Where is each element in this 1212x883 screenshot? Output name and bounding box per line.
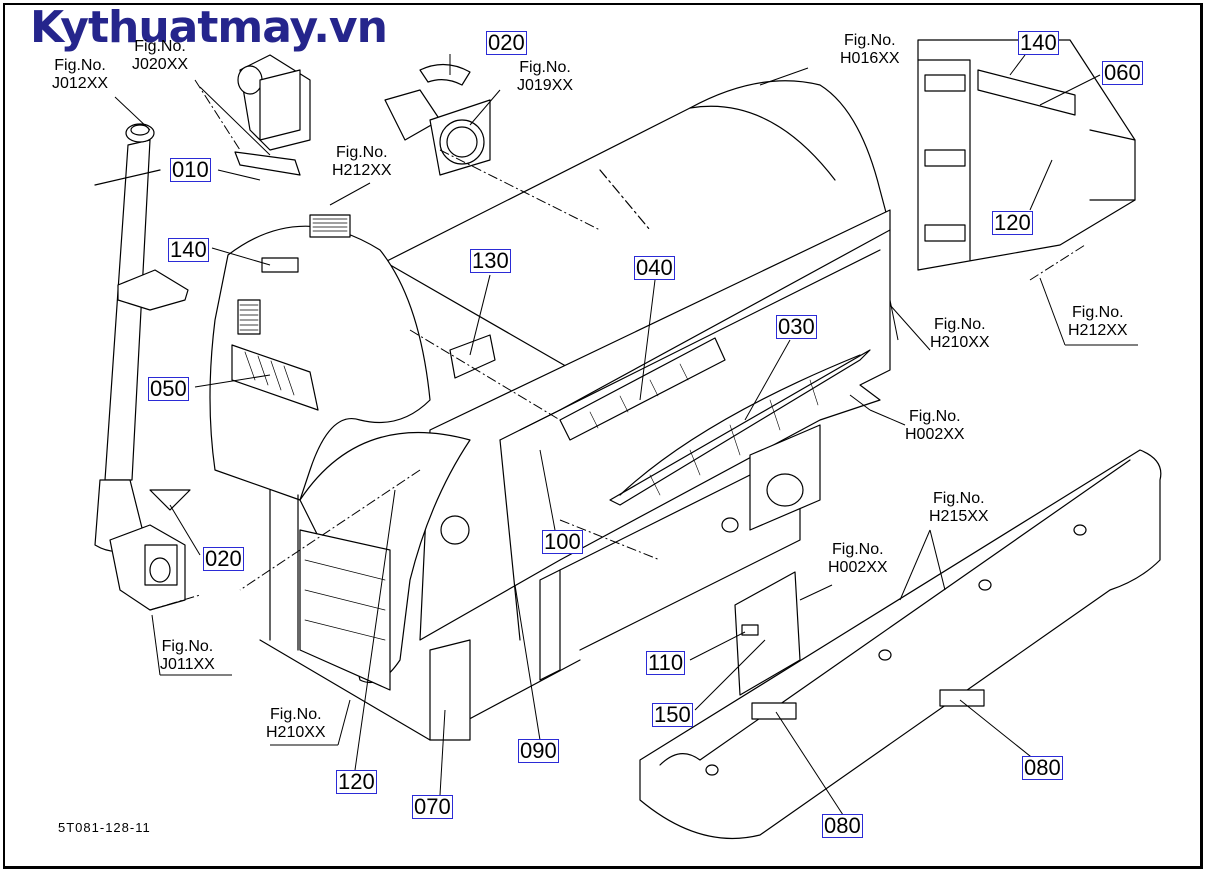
callout-020-bottom[interactable]: 020 <box>203 546 244 571</box>
fig-ref-h002-lower: Fig.No.H002XX <box>828 541 888 576</box>
callout-140-inset[interactable]: 140 <box>1018 30 1059 55</box>
exhaust-pipe <box>95 124 188 610</box>
callout-140-front[interactable]: 140 <box>168 237 209 262</box>
callout-030[interactable]: 030 <box>776 314 817 339</box>
drawing-frame <box>3 3 1203 869</box>
fig-ref-h215: Fig.No.H215XX <box>929 490 989 525</box>
top-cover <box>385 81 888 380</box>
watermark-logo: Kythuatmay.vn <box>30 2 388 53</box>
callout-080-left[interactable]: 080 <box>822 813 863 838</box>
fig-ref-h212-front: Fig.No.H212XX <box>332 144 392 179</box>
round-plate <box>750 425 820 530</box>
decal-040 <box>560 338 725 440</box>
callout-130[interactable]: 130 <box>470 248 511 273</box>
drawing-code: 5T081-128-11 <box>58 820 151 835</box>
fig-ref-j012: Fig.No.J012XX <box>52 57 109 92</box>
lower-side-cover <box>640 450 1161 838</box>
callout-110[interactable]: 110 <box>646 650 686 675</box>
fig-ref-h016: Fig.No.H016XX <box>840 32 900 67</box>
callout-060[interactable]: 060 <box>1102 60 1143 85</box>
fig-ref-h002-upper: Fig.No.H002XX <box>905 408 965 443</box>
callout-020-top[interactable]: 020 <box>486 30 527 55</box>
decal-030 <box>610 350 870 505</box>
fig-ref-j020: Fig.No.J020XX <box>132 38 189 73</box>
callout-070[interactable]: 070 <box>412 794 453 819</box>
callout-150[interactable]: 150 <box>652 702 693 727</box>
callout-120-bottom[interactable]: 120 <box>336 769 377 794</box>
callout-080-right[interactable]: 080 <box>1022 755 1063 780</box>
leader-lines <box>150 80 1085 610</box>
callout-leaders <box>115 54 1138 818</box>
callout-010[interactable]: 010 <box>170 157 211 182</box>
callout-040[interactable]: 040 <box>634 255 675 280</box>
label-plate-130 <box>450 335 495 378</box>
fig-ref-j019: Fig.No.J019XX <box>517 59 574 94</box>
access-door <box>735 572 800 695</box>
fig-ref-j011: Fig.No.J011XX <box>160 638 215 673</box>
callout-100[interactable]: 100 <box>542 529 583 554</box>
fig-ref-h210-side: Fig.No.H210XX <box>930 316 990 351</box>
chassis-frame <box>260 450 800 740</box>
fig-ref-h212-inset: Fig.No.H212XX <box>1068 304 1128 339</box>
side-panel <box>420 210 890 640</box>
callout-120-inset[interactable]: 120 <box>992 210 1033 235</box>
callout-090[interactable]: 090 <box>518 738 559 763</box>
fig-ref-h210-bottom: Fig.No.H210XX <box>266 706 326 741</box>
inset-panel <box>918 40 1135 270</box>
callout-050[interactable]: 050 <box>148 376 189 401</box>
